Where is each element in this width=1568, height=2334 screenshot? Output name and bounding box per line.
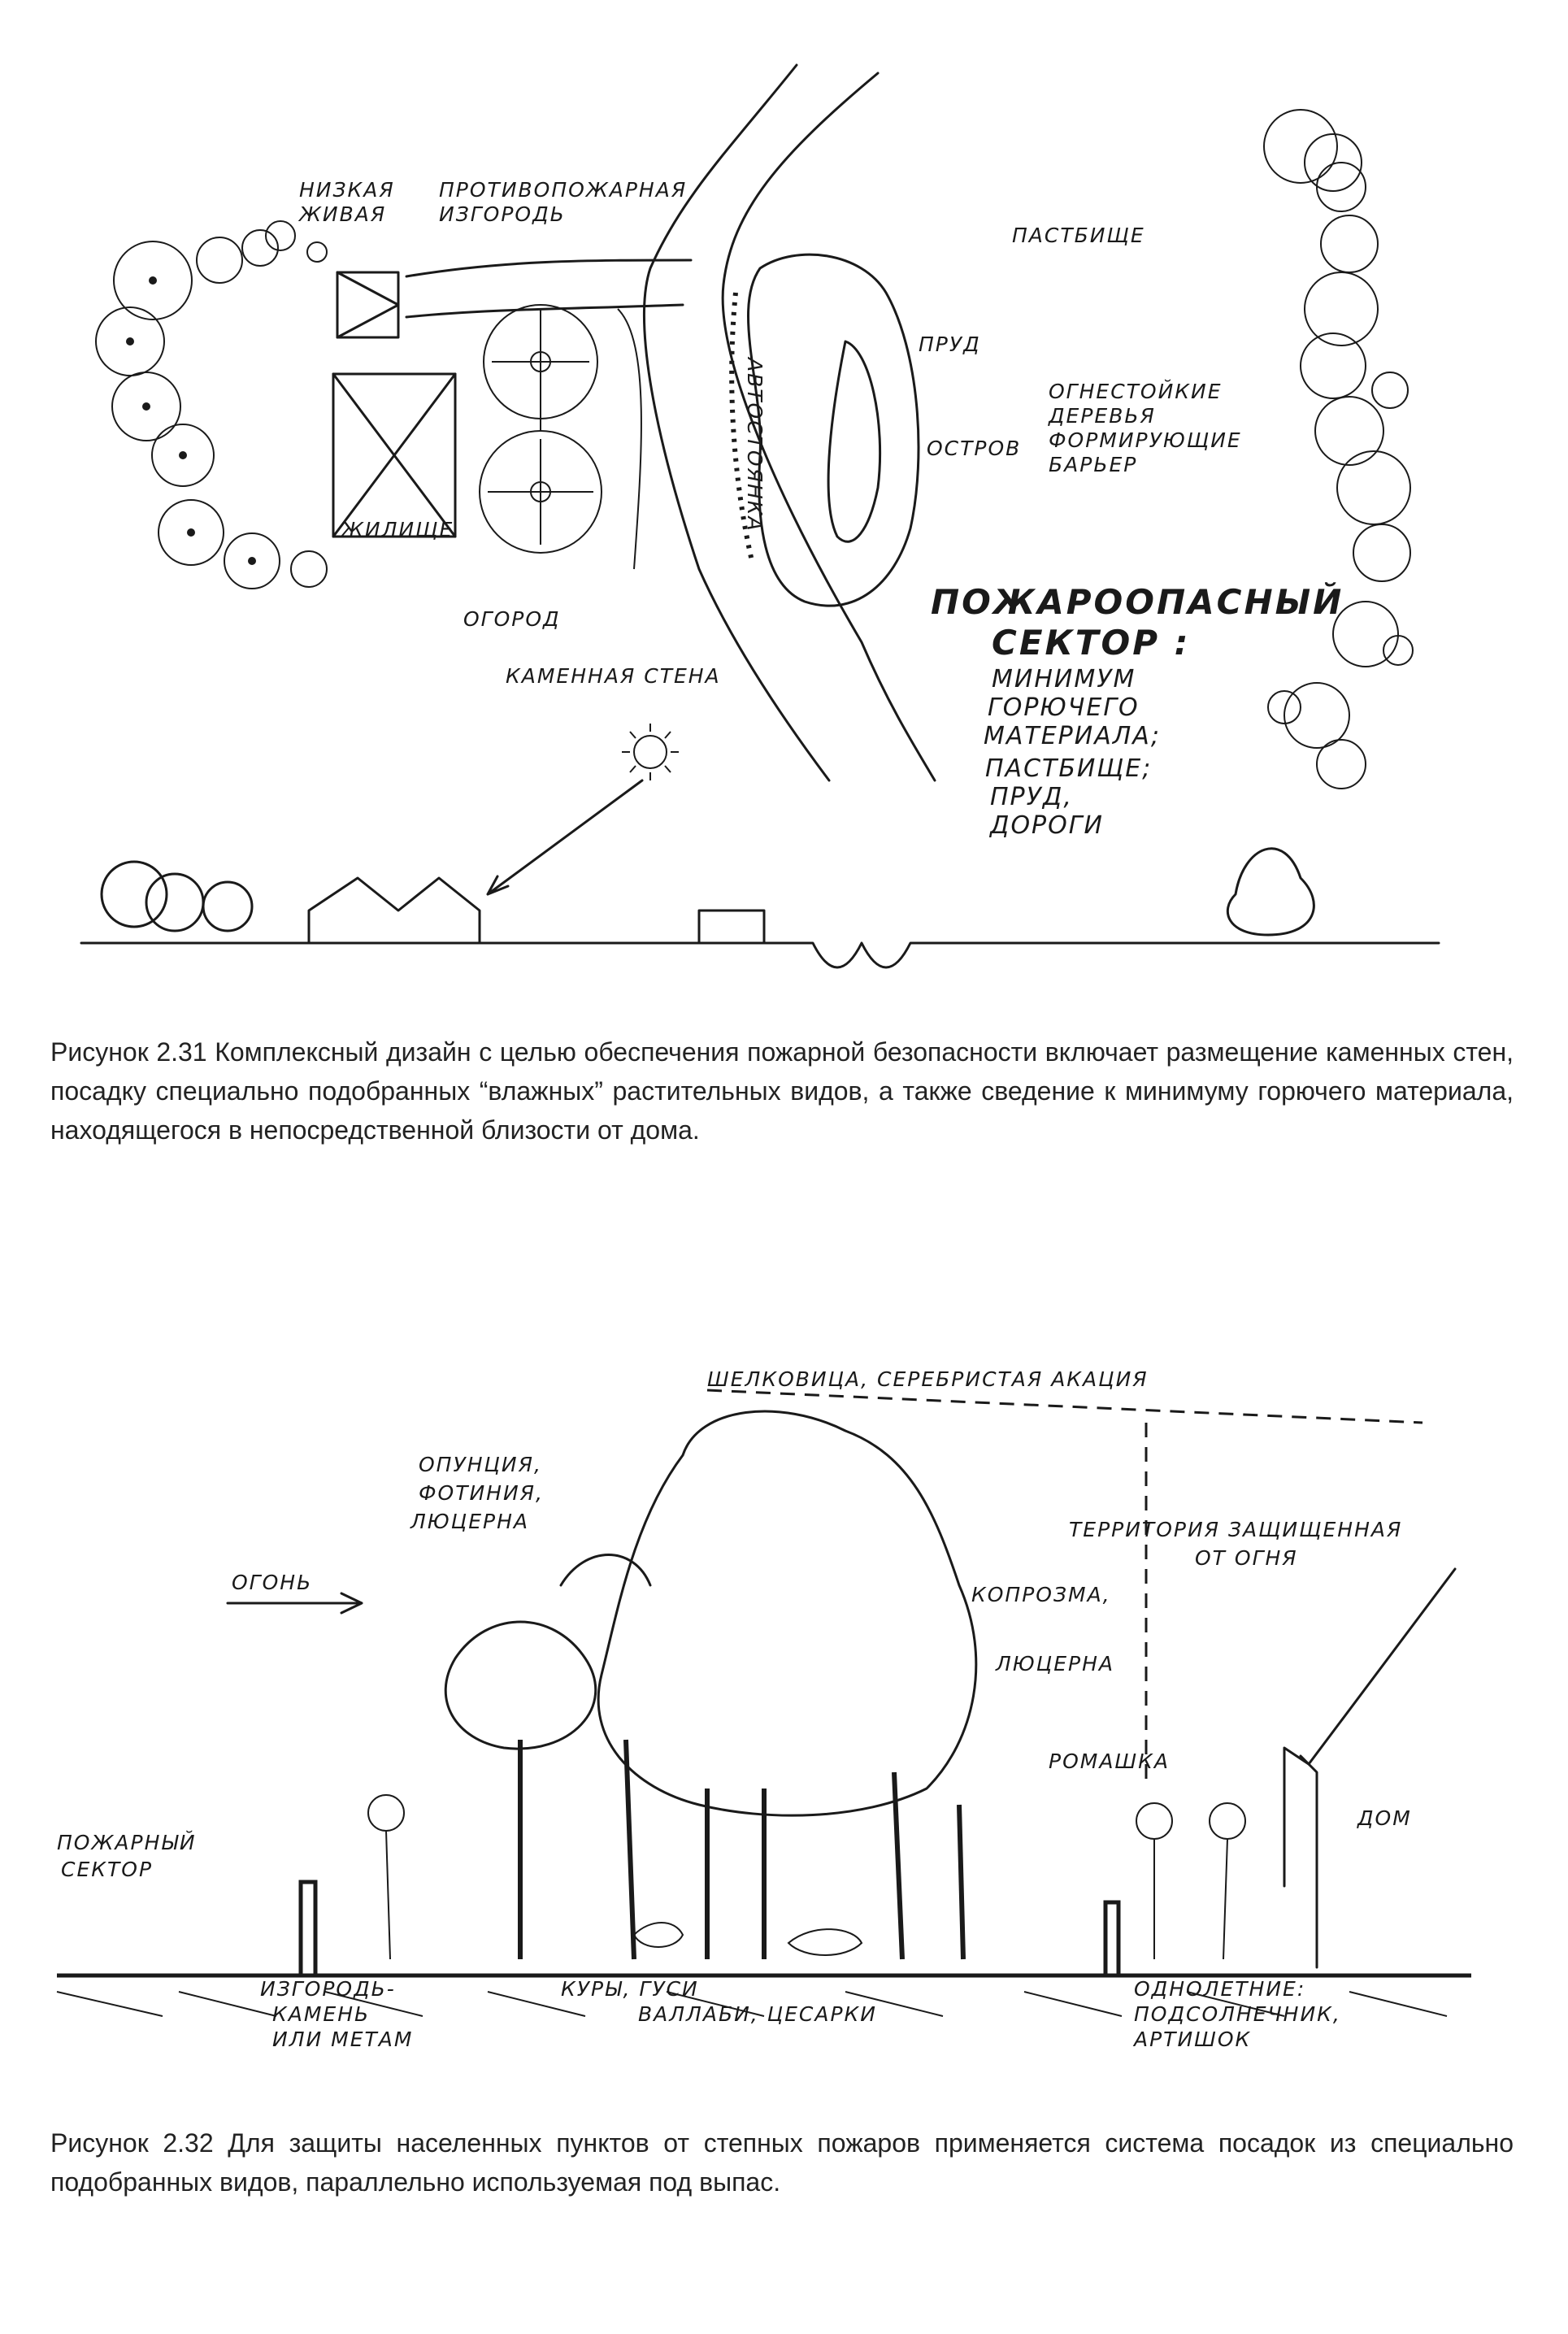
label-fire-sector-2: СЕКТОР <box>61 1858 153 1881</box>
roads <box>405 63 936 782</box>
label-birds-2: ВАЛЛАБИ, ЦЕСАРКИ <box>638 2002 877 2026</box>
label-hedge-3: ИЛИ МЕТАМ <box>272 2028 413 2049</box>
label-alfalfa: ЛЮЦЕРНА <box>995 1652 1114 1676</box>
sun-arrow <box>486 779 644 896</box>
figure-2-32-section: ШЕЛКОВИЦА, СЕРЕБРИСТАЯ АКАЦИЯ ОПУНЦИЯ, Ф… <box>0 1317 1568 2049</box>
label-pond: ПРУД <box>919 332 981 356</box>
ground-hatching <box>56 1991 1448 2017</box>
label-hedge-2: КАМЕНЬ <box>272 2002 370 2026</box>
label-sector-6: ПАСТБИЩЕ; <box>985 754 1152 783</box>
protected-boundary <box>706 1389 1423 1780</box>
label-trees-1: ОГНЕСТОЙКИЕ <box>1049 380 1223 403</box>
label-sector-5: МАТЕРИАЛА; <box>984 722 1161 750</box>
elevation-section <box>80 847 1440 969</box>
label-sector-8: ДОРОГИ <box>988 811 1104 840</box>
tree-canopy <box>444 1410 978 1817</box>
label-parking: АВТОСТОЯНКА <box>743 356 767 532</box>
label-chamomile: РОМАШКА <box>1049 1749 1170 1773</box>
label-hedge-2: ЖИВАЯ <box>298 202 386 226</box>
figure-2-31-site-plan: НИЗКАЯ ЖИВАЯ ПРОТИВОПОЖАРНАЯ ИЗГОРОДЬ ПА… <box>0 0 1568 1016</box>
right-tree-column <box>1263 109 1414 789</box>
pond <box>746 253 920 607</box>
label-fire-sector-1: ПОЖАРНЫЙ <box>57 1831 197 1854</box>
label-hedge-4: ИЗГОРОДЬ <box>439 202 566 226</box>
label-fire: ОГОНЬ <box>232 1571 312 1594</box>
label-house: ДОМ <box>1357 1806 1412 1830</box>
label-hedge-1: ИЗГОРОДЬ- <box>260 1977 396 2001</box>
garden-beds <box>479 304 642 570</box>
figure-2-31-caption: Рисунок 2.31 Комплексный дизайн с целью … <box>50 1037 1514 1145</box>
dwelling-buildings <box>332 271 457 538</box>
sun-icon <box>622 724 679 780</box>
label-annuals-3: АРТИШОК <box>1132 2028 1251 2049</box>
label-birds-1: КУРЫ, ГУСИ <box>561 1977 699 2001</box>
label-left-2: ФОТИНИЯ, <box>419 1481 544 1505</box>
birds <box>632 1922 863 1956</box>
label-hedge-1: НИЗКАЯ <box>299 178 395 202</box>
label-hedge-3: ПРОТИВОПОЖАРНАЯ <box>439 178 687 202</box>
label-protected-2: ОТ ОГНЯ <box>1195 1546 1298 1570</box>
fire-arrow <box>226 1592 363 1615</box>
label-annuals-1: ОДНОЛЕТНИЕ: <box>1134 1977 1305 2001</box>
label-dwelling: ЖИЛИЩЕ <box>340 518 454 541</box>
label-sector-7: ПРУД, <box>990 783 1073 811</box>
label-trees-3: ФОРМИРУЮЩИЕ <box>1049 428 1242 452</box>
label-coprosma: КОПРОЗМА, <box>971 1583 1111 1606</box>
label-sector-1: ПОЖАРООПАСНЫЙ <box>931 581 1344 622</box>
label-garden: ОГОРОД <box>463 607 561 631</box>
label-trees-4: БАРЬЕР <box>1049 453 1137 476</box>
label-stone-wall: КАМЕННАЯ СТЕНА <box>506 664 721 688</box>
label-annuals-2: ПОДСОЛНЕЧНИК, <box>1134 2002 1341 2026</box>
label-sector-3: МИНИМУМ <box>992 665 1136 693</box>
section-drawing: ШЕЛКОВИЦА, СЕРЕБРИСТАЯ АКАЦИЯ ОПУНЦИЯ, Ф… <box>56 1367 1471 2049</box>
site-plan-drawing: НИЗКАЯ ЖИВАЯ ПРОТИВОПОЖАРНАЯ ИЗГОРОДЬ ПА… <box>80 63 1440 969</box>
house-outline <box>1283 1567 1457 1969</box>
label-sector-4: ГОРЮЧЕГО <box>988 693 1140 722</box>
sunflowers <box>367 1794 1246 1960</box>
label-pasture: ПАСТБИЩЕ <box>1012 224 1145 247</box>
label-left-3: ЛЮЦЕРНА <box>410 1510 529 1533</box>
label-trees-2: ДЕРЕВЬЯ <box>1048 404 1156 428</box>
figure-2-32-caption: Рисунок 2.32 Для защиты населенных пункт… <box>50 2128 1514 2197</box>
left-tree-ring <box>95 220 328 589</box>
label-mulberry: ШЕЛКОВИЦА, СЕРЕБРИСТАЯ АКАЦИЯ <box>707 1367 1149 1391</box>
label-sector-2: СЕКТОР : <box>992 623 1190 663</box>
tree-trunks <box>518 1739 966 1960</box>
label-left-1: ОПУНЦИЯ, <box>419 1453 542 1476</box>
label-island: ОСТРОВ <box>927 437 1021 460</box>
label-protected-1: ТЕРРИТОРИЯ ЗАЩИЩЕННАЯ <box>1069 1518 1402 1541</box>
